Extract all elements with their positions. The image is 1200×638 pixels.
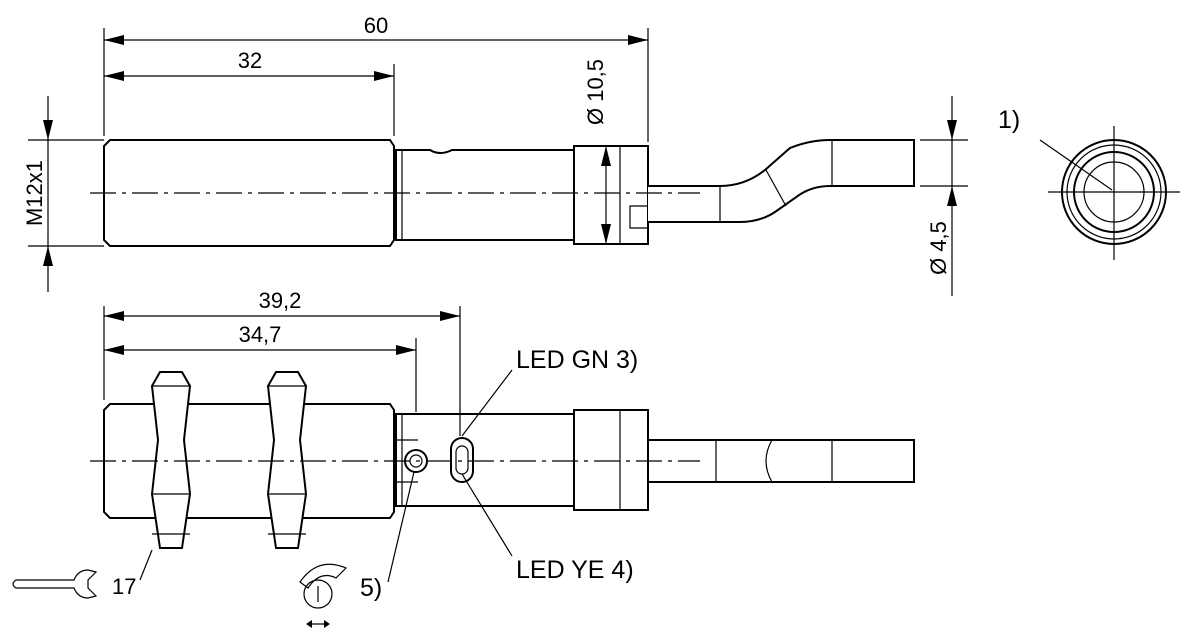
housing-body-bottom bbox=[395, 413, 575, 507]
dim-wrench-size: 17 bbox=[112, 574, 136, 599]
dim-length-to-led: 39,2 bbox=[259, 288, 302, 313]
callout-led-yellow: LED YE 4) bbox=[516, 556, 634, 584]
callout-front-view: 1) bbox=[998, 106, 1020, 134]
top-side-view bbox=[90, 139, 915, 247]
wrench-icon bbox=[12, 569, 98, 599]
hex-nut-left bbox=[150, 371, 192, 549]
dim-length-to-pot: 34,7 bbox=[239, 322, 282, 347]
cable-bent bbox=[648, 139, 915, 223]
dim-thread: M12x1 bbox=[22, 160, 47, 226]
dim-overall-length: 60 bbox=[364, 13, 388, 38]
led-window bbox=[450, 437, 474, 483]
dim-cable-diameter: Ø 4,5 bbox=[926, 221, 951, 275]
bottom-dimensions: 39,2 34,7 bbox=[103, 288, 461, 436]
end-cap bbox=[573, 145, 649, 245]
front-view: 1) bbox=[998, 106, 1180, 260]
callout-led-green: LED GN 3) bbox=[516, 346, 638, 374]
end-cap-bottom bbox=[573, 409, 649, 511]
top-dimensions: 60 32 M12x1 Ø 10,5 Ø 4,5 bbox=[22, 13, 968, 296]
hex-nut-right bbox=[266, 371, 308, 549]
bottom-side-view bbox=[90, 371, 915, 549]
callout-potentiometer: 5) bbox=[360, 574, 382, 602]
callouts: LED GN 3) LED YE 4) 5) 17 bbox=[112, 346, 638, 602]
dim-thread-length: 32 bbox=[238, 48, 262, 73]
rotation-adjust-icon bbox=[299, 563, 348, 628]
housing-body bbox=[395, 149, 575, 241]
dim-housing-diameter: Ø 10,5 bbox=[583, 59, 608, 125]
